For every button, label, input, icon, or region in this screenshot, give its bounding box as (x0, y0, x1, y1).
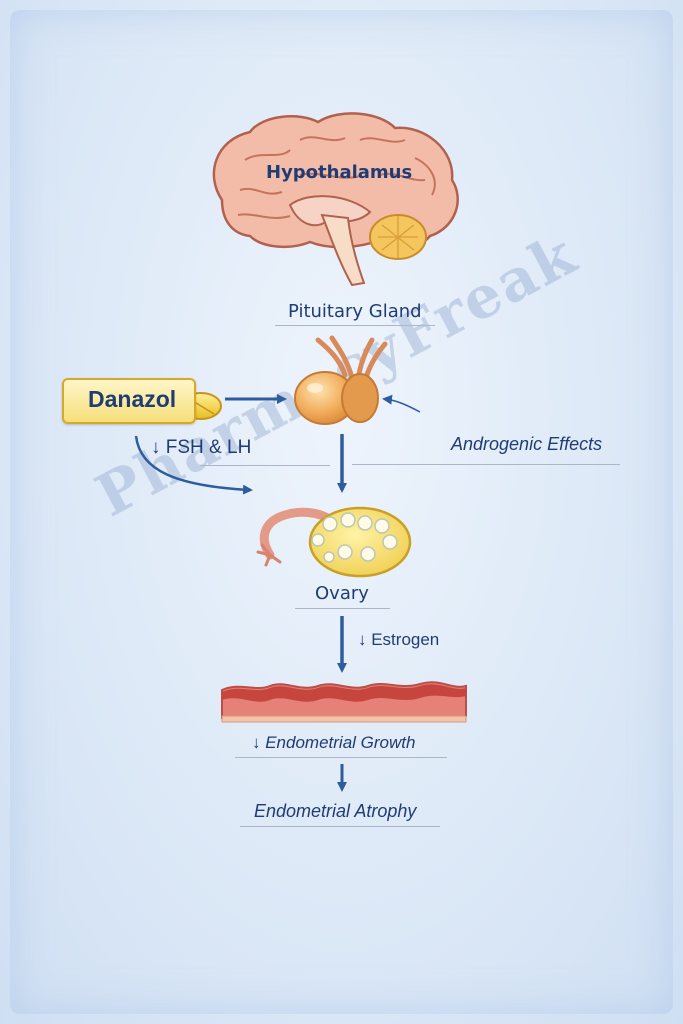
ovary-underline (295, 608, 390, 609)
arrow-androgenic (382, 394, 421, 413)
endometrium-tissue-icon (221, 681, 467, 723)
arrow-fsh-curve (134, 435, 253, 495)
hypothalamus-label: Hypothalamus (266, 162, 413, 183)
arrows (134, 394, 421, 792)
atrophy-underline (240, 826, 440, 827)
danazol-label: Danazol (88, 386, 177, 412)
fsh-lh-underline (200, 465, 330, 466)
ovary-label: Ovary (315, 583, 369, 604)
brain-icon (212, 112, 459, 287)
pituitary-underline (275, 325, 435, 326)
androgenic-effects-label: Androgenic Effects (451, 434, 603, 454)
androgenic-underline (352, 464, 620, 465)
pituitary-label: Pituitary Gland (288, 301, 422, 322)
ovary-icon (256, 506, 412, 578)
fsh-lh-label: ↓ FSH & LH (151, 437, 252, 458)
pituitary-gland-icon (294, 335, 388, 425)
endometrial-atrophy-label: Endometrial Atrophy (254, 801, 417, 821)
estrogen-label: ↓ Estrogen (358, 630, 440, 649)
growth-underline (235, 757, 447, 758)
endometrial-growth-label: ↓ Endometrial Growth (252, 733, 416, 752)
danazol-box (62, 378, 196, 424)
